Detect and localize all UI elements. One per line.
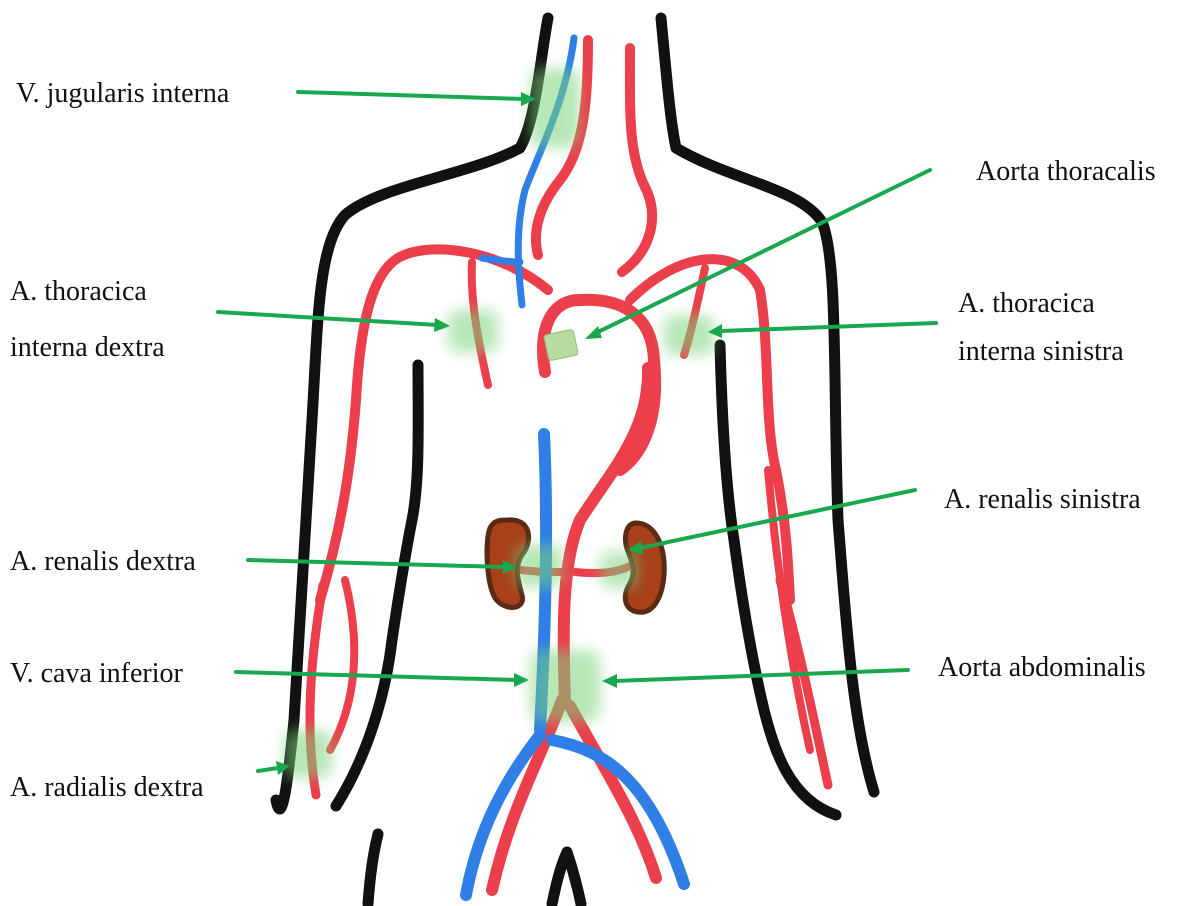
highlight-aorta-thoracalis: [544, 329, 579, 361]
pointer-jugularis: [298, 92, 536, 106]
brachiocephalic-vein: [482, 258, 520, 262]
label-renalis-dextra: A. renalis dextra: [10, 534, 196, 590]
label-cava-inferior: V. cava inferior: [10, 646, 183, 702]
label-thoracica-sinistra-line2: interna sinistra: [958, 324, 1124, 380]
highlight-renalis-dextra: [515, 545, 563, 587]
label-thoracica-dextra-line2: interna dextra: [10, 320, 165, 376]
outline-crotch: [552, 852, 581, 904]
forearm-right-inner: [330, 580, 354, 750]
outline-left-hip: [368, 834, 378, 904]
aortic-arch: [543, 300, 655, 470]
highlight-abdominalis: [530, 650, 600, 722]
highlight-thoracica-dextra: [448, 310, 498, 352]
highlight-thoracica-sinistra: [664, 315, 714, 355]
veins: [466, 38, 684, 895]
pointer-renalis-dextra: [248, 560, 517, 574]
highlight-radialis: [284, 730, 332, 778]
label-radialis-dextra: A. radialis dextra: [10, 760, 204, 816]
carotid-left: [622, 48, 652, 272]
highlight-jugularis: [530, 68, 580, 148]
label-aorta-thoracalis: Aorta thoracalis: [976, 144, 1156, 200]
label-jugularis: V. jugularis interna: [16, 66, 229, 122]
outline-left: [276, 18, 548, 809]
pointer-thoracica-sinistra: [708, 323, 936, 338]
label-renalis-sinistra: A. renalis sinistra: [944, 472, 1141, 528]
label-thoracica-dextra-line1: A. thoracica: [10, 264, 147, 320]
arteries: [310, 40, 828, 890]
label-aorta-abdominalis: Aorta abdominalis: [938, 640, 1146, 696]
iliac-vein-right: [466, 735, 540, 895]
highlight-renalis-sinistra: [600, 552, 638, 588]
pointer-thoracica-dextra: [218, 312, 450, 332]
